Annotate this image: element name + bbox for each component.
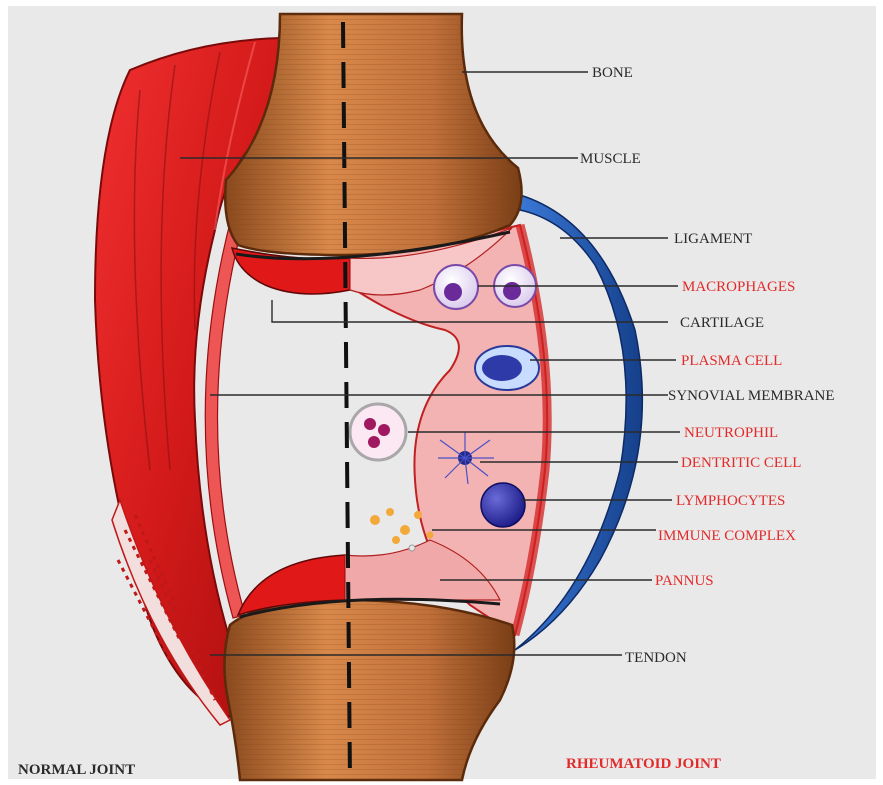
label-pannus: PANNUS bbox=[655, 573, 714, 589]
label-ligament: LIGAMENT bbox=[674, 231, 752, 247]
caption-rheumatoid-joint: RHEUMATOID JOINT bbox=[566, 756, 721, 772]
label-cartilage: CARTILAGE bbox=[680, 315, 764, 331]
label-muscle: MUSCLE bbox=[580, 151, 641, 167]
label-dentritic-cell: DENTRITIC CELL bbox=[681, 455, 801, 471]
label-bone: BONE bbox=[592, 65, 633, 81]
label-tendon: TENDON bbox=[625, 650, 687, 666]
lymphocyte-cell bbox=[481, 483, 525, 527]
caption-normal-joint: NORMAL JOINT bbox=[18, 762, 135, 778]
label-neutrophil: NEUTROPHIL bbox=[684, 425, 778, 441]
plasma-cell bbox=[475, 346, 539, 390]
label-immune-complex: IMMUNE COMPLEX bbox=[658, 528, 796, 544]
label-macrophages: MACROPHAGES bbox=[682, 279, 795, 295]
label-lymphocytes: LYMPHOCYTES bbox=[676, 493, 785, 509]
label-synovial-membrane: SYNOVIAL MEMBRANE bbox=[668, 388, 835, 404]
label-plasma-cell: PLASMA CELL bbox=[681, 353, 782, 369]
neutrophil-cell bbox=[350, 404, 406, 460]
lower-bone bbox=[224, 600, 514, 780]
